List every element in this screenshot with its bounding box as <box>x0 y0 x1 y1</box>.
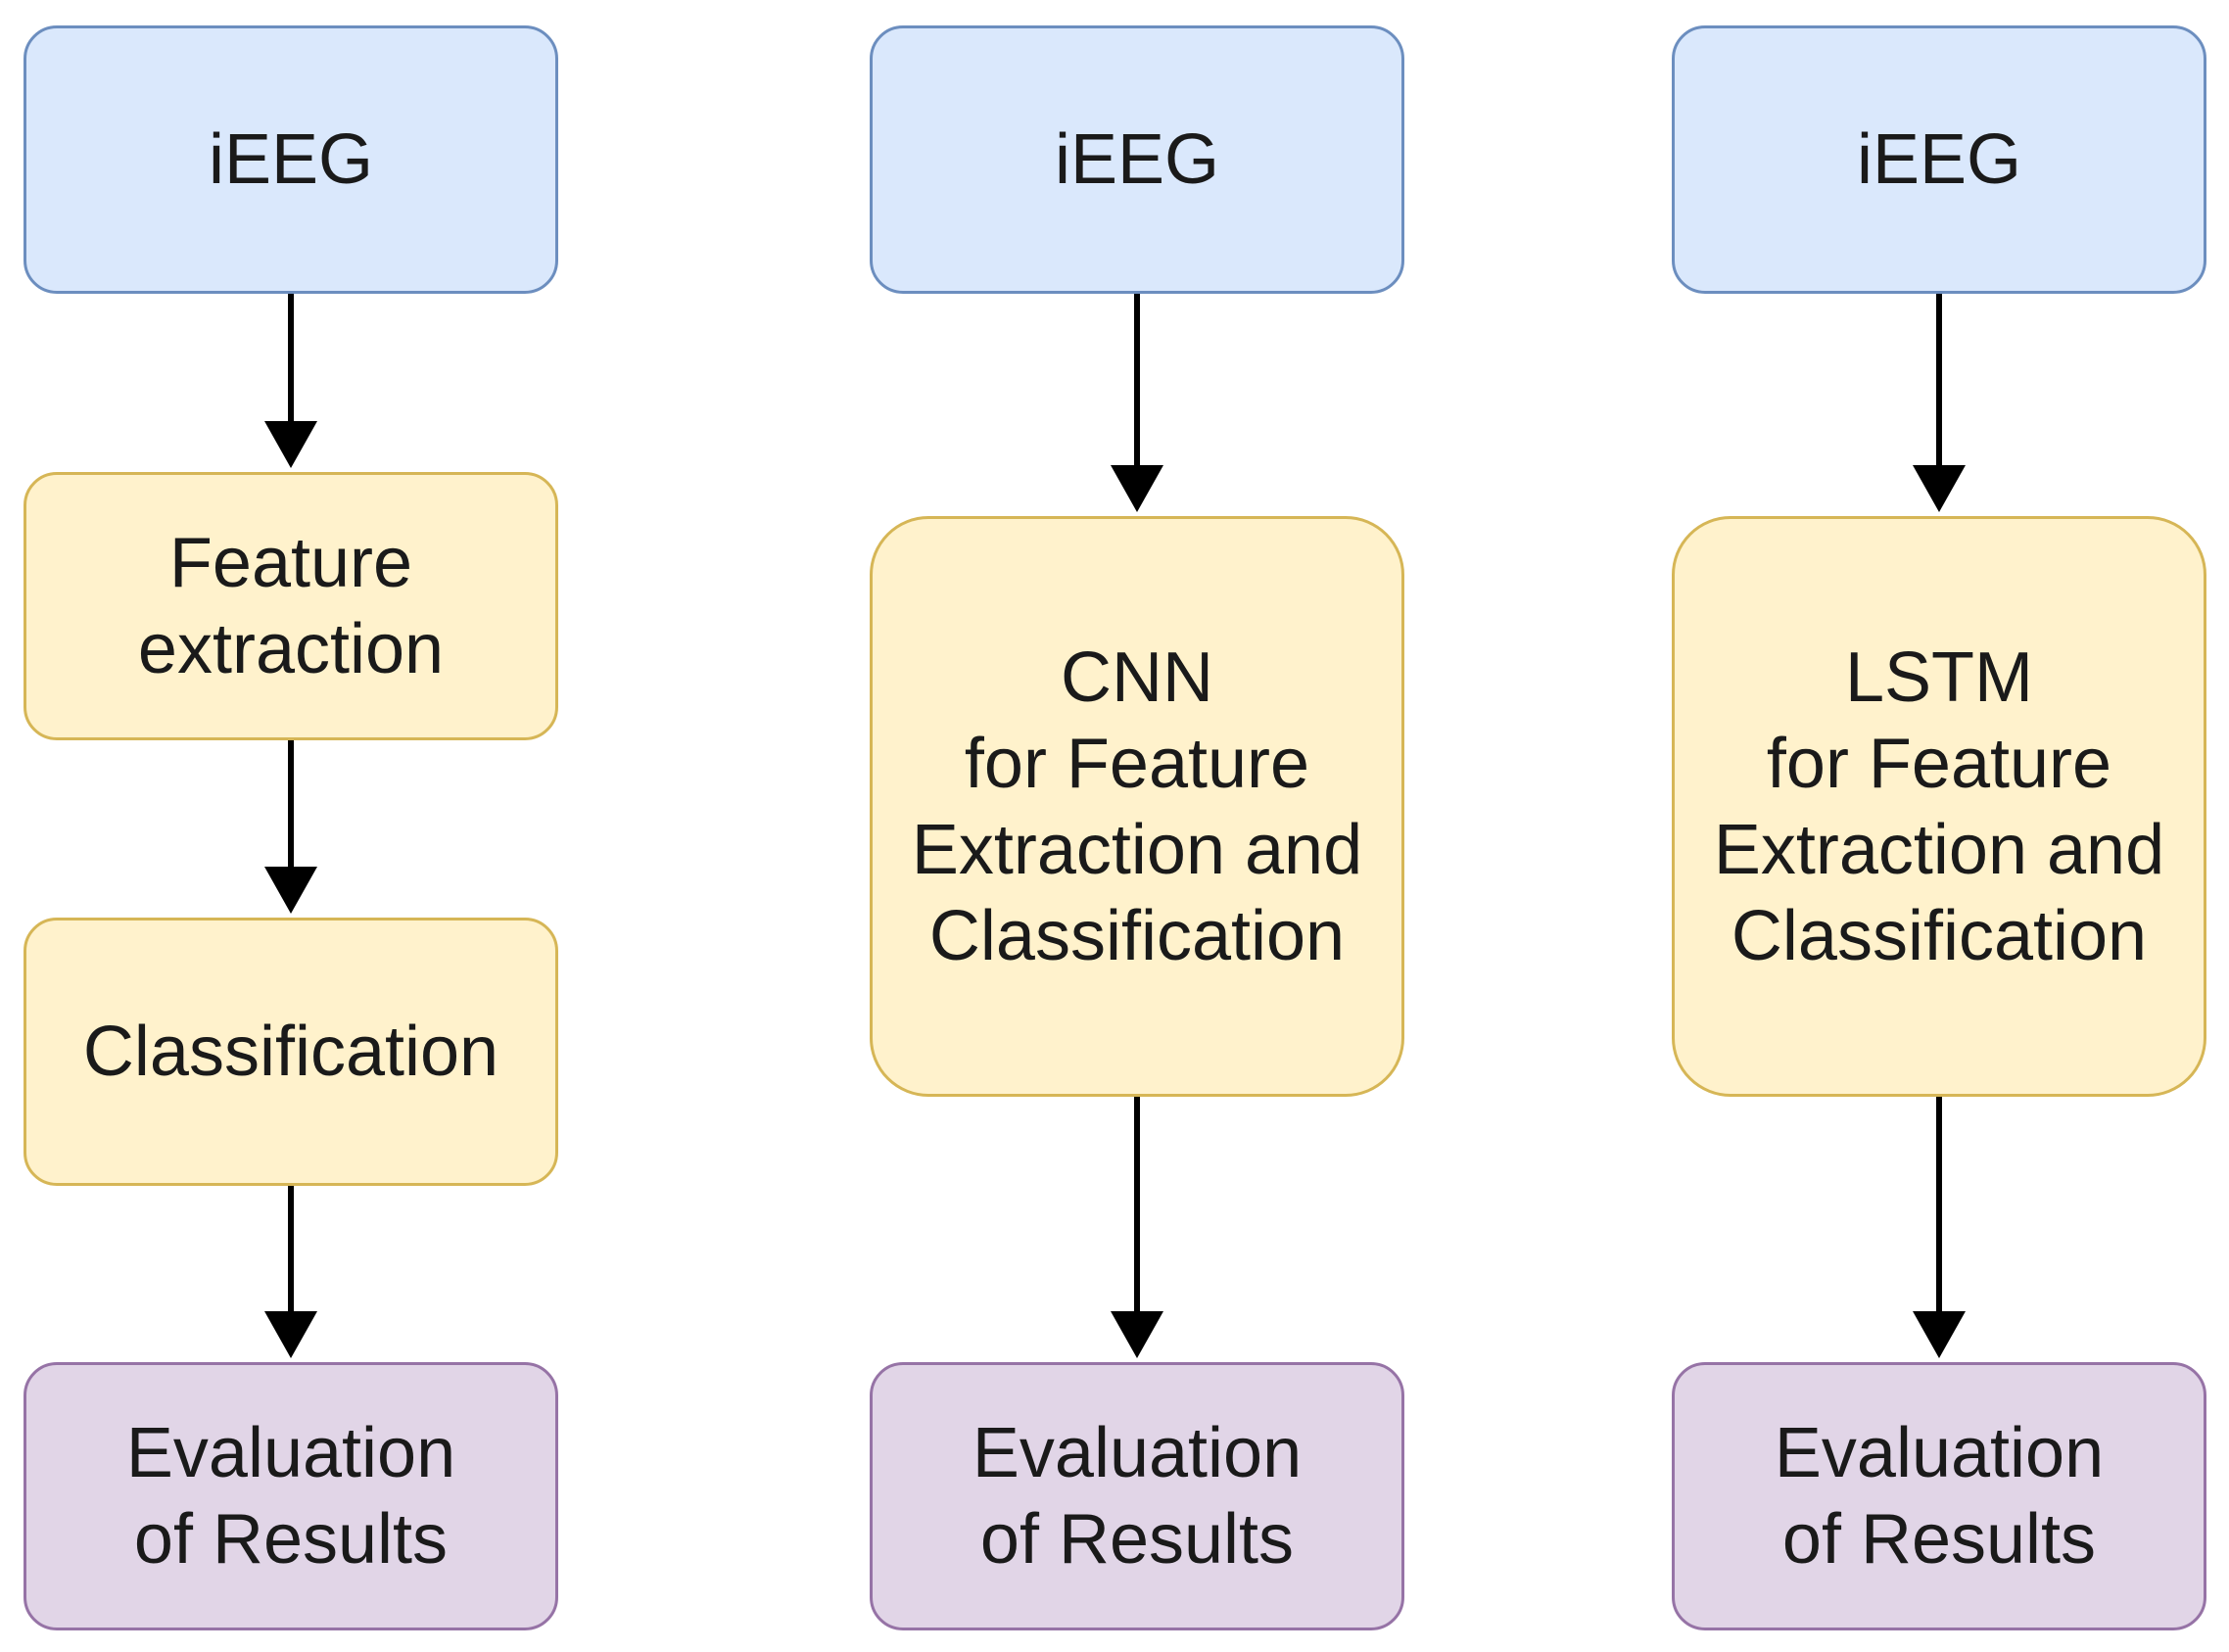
node-label: Extraction and <box>911 810 1363 889</box>
node-label: iEEG <box>1856 120 2022 199</box>
arrow-input-to-cnn <box>1111 294 1163 512</box>
evaluation-node: Evaluation of Results <box>870 1362 1404 1630</box>
node-label: Classification <box>1731 896 2148 975</box>
node-label: Evaluation <box>125 1414 456 1492</box>
ieeg-input-node: iEEG <box>24 25 558 294</box>
node-label: of Results <box>133 1500 449 1579</box>
evaluation-node: Evaluation of Results <box>24 1362 558 1630</box>
arrow-classification-to-evaluation <box>264 1186 317 1358</box>
node-label: Evaluation <box>1774 1414 2105 1492</box>
node-label: iEEG <box>208 120 374 199</box>
ieeg-input-node: iEEG <box>870 25 1404 294</box>
evaluation-node: Evaluation of Results <box>1672 1362 2206 1630</box>
node-label: extraction <box>137 610 445 688</box>
node-label: Feature <box>168 524 413 602</box>
classification-node: Classification <box>24 918 558 1186</box>
arrow-cnn-to-evaluation <box>1111 1097 1163 1358</box>
arrow-input-to-feature <box>264 294 317 468</box>
cnn-model-node: CNN for Feature Extraction and Classific… <box>870 516 1404 1097</box>
arrow-feature-to-classification <box>264 740 317 914</box>
lstm-model-node: LSTM for Feature Extraction and Classifi… <box>1672 516 2206 1097</box>
node-label: Extraction and <box>1713 810 2165 889</box>
node-label: iEEG <box>1054 120 1220 199</box>
feature-extraction-node: Feature extraction <box>24 472 558 740</box>
node-label: of Results <box>979 1500 1295 1579</box>
node-label: Classification <box>82 1013 499 1091</box>
arrow-lstm-to-evaluation <box>1913 1097 1966 1358</box>
node-label: of Results <box>1781 1500 2097 1579</box>
node-label: CNN <box>1061 637 1213 717</box>
arrow-input-to-lstm <box>1913 294 1966 512</box>
node-label: Evaluation <box>972 1414 1303 1492</box>
node-label: Classification <box>928 896 1346 975</box>
ieeg-input-node: iEEG <box>1672 25 2206 294</box>
node-label: for Feature <box>1766 724 2112 803</box>
node-label: LSTM <box>1844 637 2034 717</box>
node-label: for Feature <box>964 724 1310 803</box>
